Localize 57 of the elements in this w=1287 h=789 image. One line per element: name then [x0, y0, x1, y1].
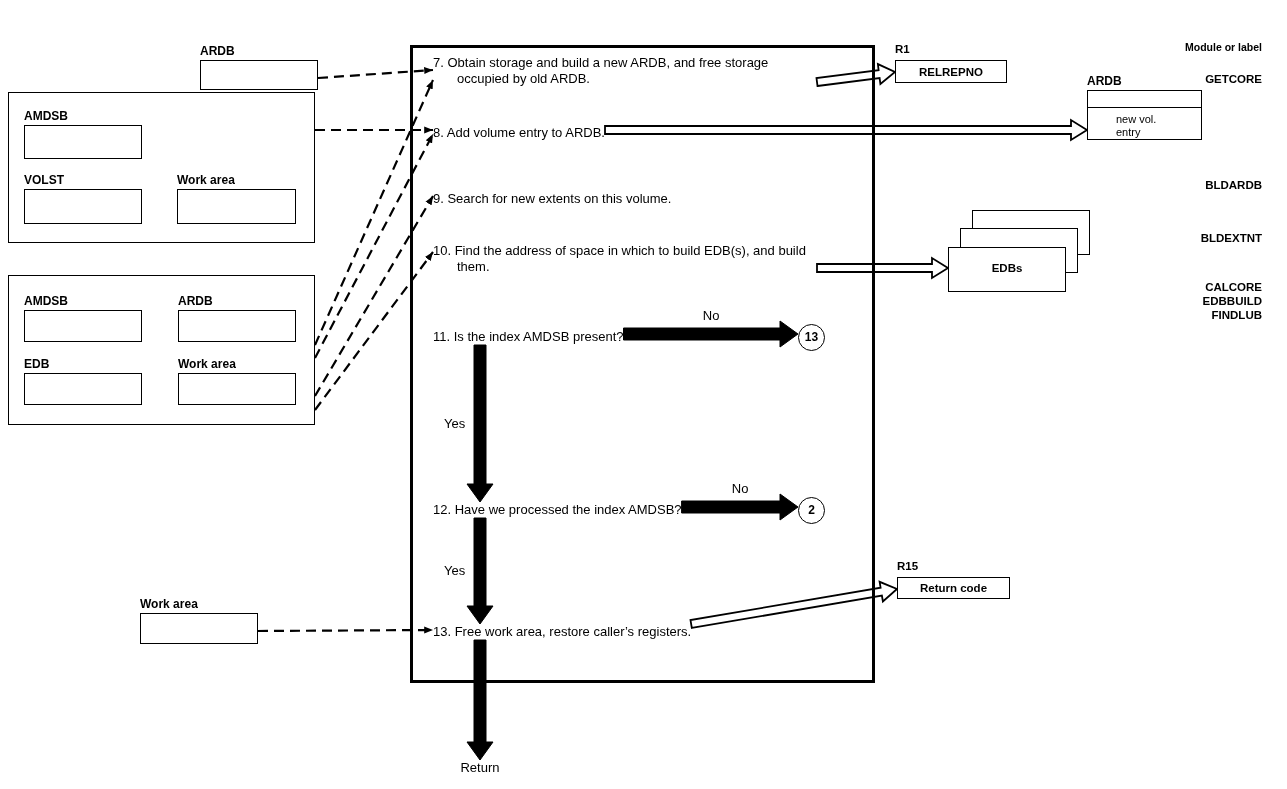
entry-text: new vol. entry — [1116, 113, 1158, 139]
input-group-box — [8, 92, 315, 243]
stacked-boxes-drawing — [948, 210, 1090, 292]
step-text: 8. Add volume entry to ARDB. — [433, 125, 605, 141]
field-label: ARDB — [200, 44, 235, 58]
field-label: ARDB — [1087, 74, 1122, 88]
dashed-arrow — [258, 626, 433, 634]
input-group-box — [8, 275, 315, 425]
edge-label: No — [702, 308, 720, 323]
field-label: Work area — [140, 597, 198, 611]
dashed-arrow — [314, 251, 434, 411]
field-label: Work area — [177, 173, 235, 187]
box-label: EDBs — [990, 262, 1024, 274]
process-box — [410, 45, 875, 683]
module-name: FINDLUB — [1210, 308, 1262, 322]
step-text: 11. Is the index AMDSB present? — [433, 329, 624, 345]
register-label: R1 — [895, 42, 910, 56]
step-text: 12. Have we processed the index AMDSB? — [433, 502, 682, 518]
dashed-arrow — [314, 195, 434, 397]
field-label: Work area — [178, 357, 236, 371]
dashed-arrow — [314, 133, 434, 359]
dashed-arrow — [314, 79, 434, 346]
module-name: BLDEXTNT — [1199, 231, 1262, 245]
hollow-arrow — [689, 580, 899, 629]
field-label: AMDSB — [24, 294, 68, 308]
dashed-arrow — [317, 67, 434, 80]
block-arrow — [466, 344, 494, 503]
register-label: R15 — [897, 559, 919, 573]
step-text: 7. Obtain storage and build a new ARDB, and free storage occupied by old ARDB. — [433, 55, 817, 87]
edge-label: Yes — [444, 563, 466, 578]
block-arrow — [466, 517, 494, 625]
field-label: AMDSB — [24, 109, 68, 123]
block-arrow — [466, 639, 494, 761]
edge-label: No — [731, 481, 749, 496]
module-name: EDBBUILD — [1201, 294, 1262, 308]
block-arrow — [623, 320, 799, 348]
connector-circle: 2 — [798, 497, 825, 524]
field-label: ARDB — [178, 294, 213, 308]
output-box: Return code — [897, 577, 1010, 599]
return-text: Return — [452, 760, 508, 778]
module-name: GETCORE — [1204, 72, 1262, 86]
field-label: EDB — [24, 357, 50, 371]
step-text: 10. Find the address of space in which to build EDB(s), and build them. — [433, 243, 817, 275]
step-text: 9. Search for new extents on this volume. — [433, 191, 672, 207]
step-text: 13. Free work area, restore caller’s registers. — [433, 624, 692, 640]
edge-label: Yes — [444, 415, 466, 431]
hollow-arrow — [816, 256, 950, 280]
hollow-arrow — [815, 62, 897, 87]
column-heading: Module or label — [1184, 40, 1262, 54]
hollow-arrow — [604, 118, 1089, 142]
module-name: BLDARDB — [1204, 178, 1262, 192]
block-arrow — [681, 493, 799, 521]
dashed-arrow — [315, 126, 433, 134]
module-name: CALCORE — [1204, 280, 1262, 294]
connector-circle: 13 — [798, 324, 825, 351]
output-box: RELREPNO — [895, 60, 1007, 83]
field-label: VOLST — [24, 173, 64, 187]
